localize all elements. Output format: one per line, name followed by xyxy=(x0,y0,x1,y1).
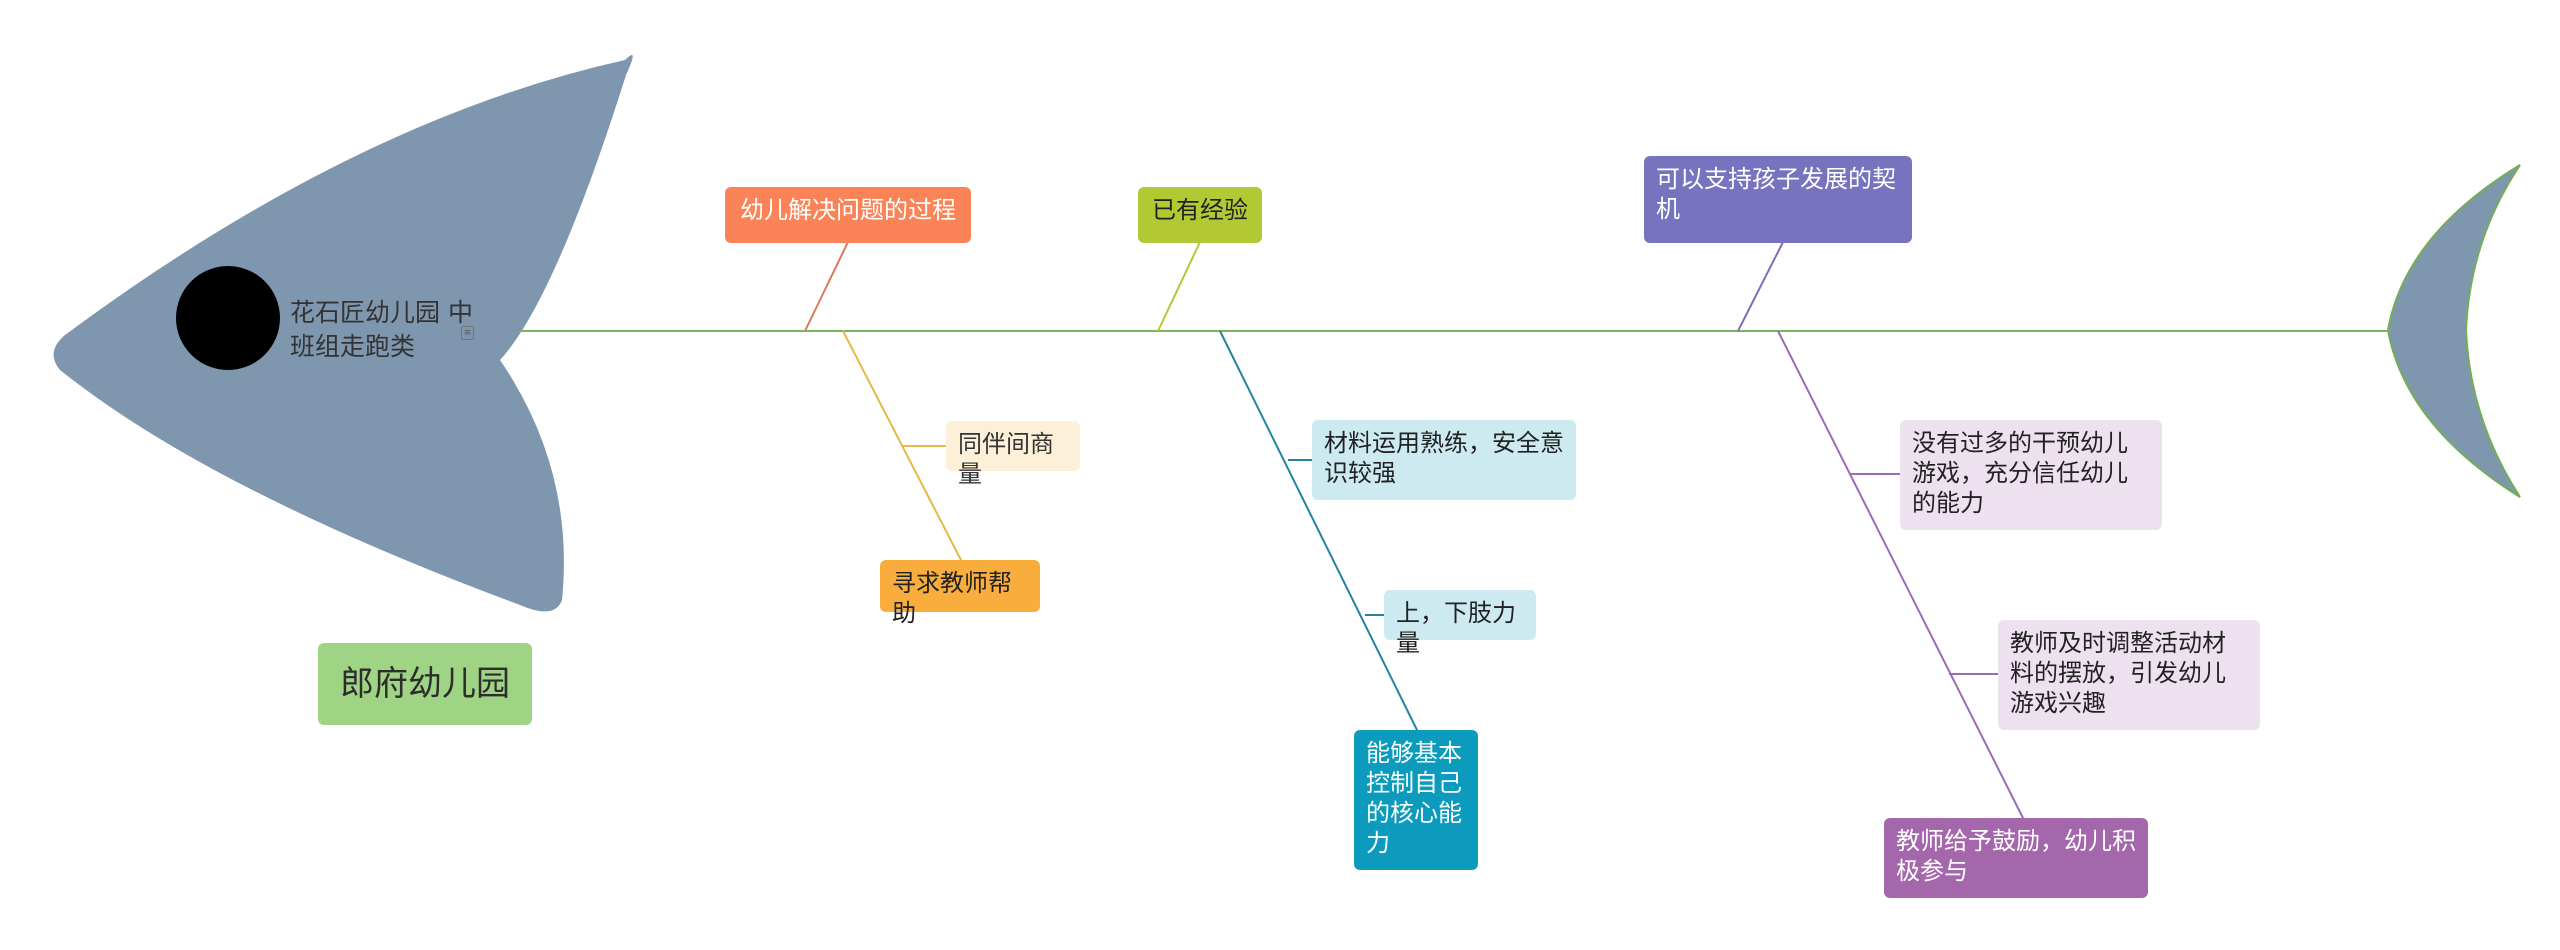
root-topic-line1: 花石匠幼儿园 xyxy=(290,298,441,327)
leaf-teacher-encouragement[interactable]: 教师给予鼓励，幼儿积极参与 xyxy=(1884,818,2148,898)
branch-problem-solving-label: 幼儿解决问题的过程 xyxy=(740,196,956,224)
note-icon[interactable]: ≡ xyxy=(461,326,474,340)
leaf-core-control[interactable]: 能够基本控制自己的核心能力 xyxy=(1354,730,1478,870)
leaf-material-use[interactable]: 材料运用熟练，安全意识较强 xyxy=(1312,420,1576,500)
fish-head-shape xyxy=(53,55,633,612)
fish-eye xyxy=(176,266,280,370)
branch-connector-opportunity xyxy=(1737,241,1784,332)
branch-opportunity[interactable]: 可以支持孩子发展的契机 xyxy=(1644,156,1912,243)
fish-tail-shape xyxy=(2386,164,2521,498)
root-topic-line2: 中班组走跑类 xyxy=(290,298,473,361)
leaf-peer-discussion-label: 同伴间商量 xyxy=(958,430,1054,488)
leaf-seek-teacher-help[interactable]: 寻求教师帮助 xyxy=(880,560,1040,627)
leaf-seek-teacher-help-label: 寻求教师帮助 xyxy=(892,569,1012,627)
branch-opportunity-label: 可以支持孩子发展的契机 xyxy=(1656,165,1896,223)
branch-experience[interactable]: 已有经验 xyxy=(1138,187,1262,243)
floating-title[interactable]: 郎府幼儿园 xyxy=(318,643,532,725)
leaf-adjust-materials[interactable]: 教师及时调整活动材料的摆放，引发幼儿游戏兴趣 xyxy=(1998,620,2260,730)
branch-connector-experience xyxy=(1157,241,1201,332)
leaf-no-intervention-label: 没有过多的干预幼儿游戏，充分信任幼儿的能力 xyxy=(1912,429,2128,517)
leaf-peer-discussion[interactable]: 同伴间商量 xyxy=(946,421,1080,488)
leaf-material-use-label: 材料运用熟练，安全意识较强 xyxy=(1324,429,1564,487)
branch-problem-solving[interactable]: 幼儿解决问题的过程 xyxy=(725,187,971,243)
root-topic[interactable]: 花石匠幼儿园 中班组走跑类 xyxy=(290,296,490,364)
leaf-limb-strength[interactable]: 上，下肢力量 xyxy=(1384,590,1536,657)
leaf-core-control-label: 能够基本控制自己的核心能力 xyxy=(1366,739,1462,857)
leaf-limb-strength-label: 上，下肢力量 xyxy=(1396,599,1516,657)
leaf-teacher-encouragement-label: 教师给予鼓励，幼儿积极参与 xyxy=(1896,827,2136,885)
branch-bone-opportunity xyxy=(1777,330,2025,821)
leaf-adjust-materials-label: 教师及时调整活动材料的摆放，引发幼儿游戏兴趣 xyxy=(2010,629,2226,717)
branch-bone-experience xyxy=(1219,330,1419,733)
leaf-no-intervention[interactable]: 没有过多的干预幼儿游戏，充分信任幼儿的能力 xyxy=(1900,420,2162,530)
branch-bone-problem-solving xyxy=(842,330,963,563)
branch-connector-problem-solving xyxy=(804,241,849,332)
branch-experience-label: 已有经验 xyxy=(1152,196,1248,224)
